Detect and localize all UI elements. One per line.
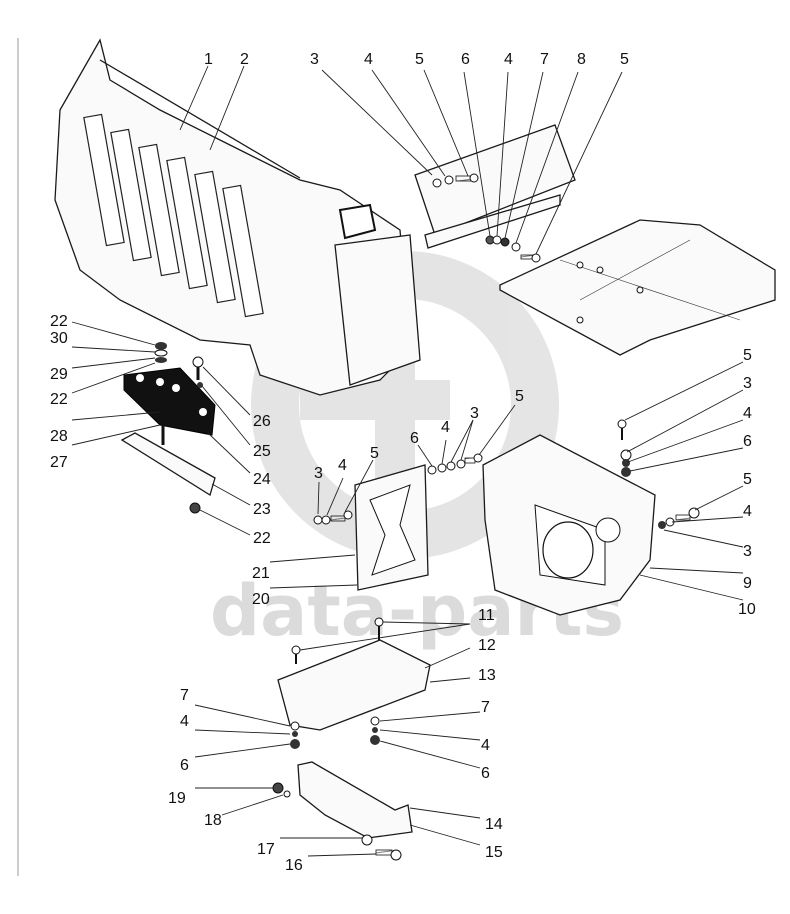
- callout-4: 4: [441, 419, 450, 436]
- callout-6: 6: [180, 757, 189, 774]
- callout-21: 21: [252, 565, 270, 582]
- callout-22: 22: [253, 530, 271, 547]
- callout-4: 4: [743, 503, 752, 520]
- callout-15: 15: [485, 844, 503, 861]
- callout-5: 5: [743, 347, 752, 364]
- callout-7: 7: [180, 687, 189, 704]
- callout-5: 5: [515, 388, 524, 405]
- callout-9: 9: [743, 575, 752, 592]
- callout-19: 19: [168, 790, 186, 807]
- callout-14: 14: [485, 816, 503, 833]
- callout-16: 16: [285, 857, 303, 874]
- callout-5: 5: [415, 51, 424, 68]
- callout-17: 17: [257, 841, 275, 858]
- callout-3: 3: [470, 405, 479, 422]
- callout-4: 4: [504, 51, 513, 68]
- callout-6: 6: [743, 433, 752, 450]
- callout-6: 6: [461, 51, 470, 68]
- callout-4: 4: [338, 457, 347, 474]
- callout-3: 3: [314, 465, 323, 482]
- callout-27: 27: [50, 454, 68, 471]
- callout-24: 24: [253, 471, 271, 488]
- callout-1: 1: [204, 51, 213, 68]
- callout-30: 30: [50, 330, 68, 347]
- callout-labels: 1 2 3 4 5 6 4 7 8 5 22 30 29 22 28 27 26…: [50, 51, 756, 874]
- callout-4: 4: [481, 737, 490, 754]
- x-plate-drawing: [313, 453, 483, 591]
- callout-5: 5: [743, 471, 752, 488]
- callout-23: 23: [253, 501, 271, 518]
- tray-drawing: [277, 617, 431, 749]
- callout-22: 22: [50, 391, 68, 408]
- callout-20: 20: [252, 591, 270, 608]
- callout-4: 4: [743, 405, 752, 422]
- side-shield-drawing: [482, 419, 700, 616]
- callout-7: 7: [481, 699, 490, 716]
- callout-5: 5: [620, 51, 629, 68]
- plate-drawing: [499, 219, 776, 356]
- callout-8: 8: [577, 51, 586, 68]
- support-bracket-drawing: [272, 761, 413, 861]
- callout-28: 28: [50, 428, 68, 445]
- callout-12: 12: [478, 637, 496, 654]
- bracket-drawing: [414, 124, 576, 263]
- callout-29: 29: [50, 366, 68, 383]
- callout-7: 7: [540, 51, 549, 68]
- callout-22: 22: [50, 313, 68, 330]
- callout-6: 6: [410, 430, 419, 447]
- callout-11: 11: [478, 607, 495, 624]
- leader-lines: [71, 65, 744, 857]
- callout-13: 13: [478, 667, 496, 684]
- callout-4: 4: [364, 51, 373, 68]
- callout-4: 4: [180, 713, 189, 730]
- callout-25: 25: [253, 443, 271, 460]
- callout-2: 2: [240, 51, 249, 68]
- mount-block-drawing: [123, 342, 216, 445]
- callout-3: 3: [743, 543, 752, 560]
- callout-26: 26: [253, 413, 271, 430]
- callout-10: 10: [738, 601, 756, 618]
- callout-3: 3: [310, 51, 319, 68]
- callout-5: 5: [370, 445, 379, 462]
- callout-3: 3: [743, 375, 752, 392]
- channel-drawing: [120, 432, 216, 514]
- callout-6: 6: [481, 765, 490, 782]
- callout-18: 18: [204, 812, 222, 829]
- grille-panel-drawing: [54, 38, 421, 396]
